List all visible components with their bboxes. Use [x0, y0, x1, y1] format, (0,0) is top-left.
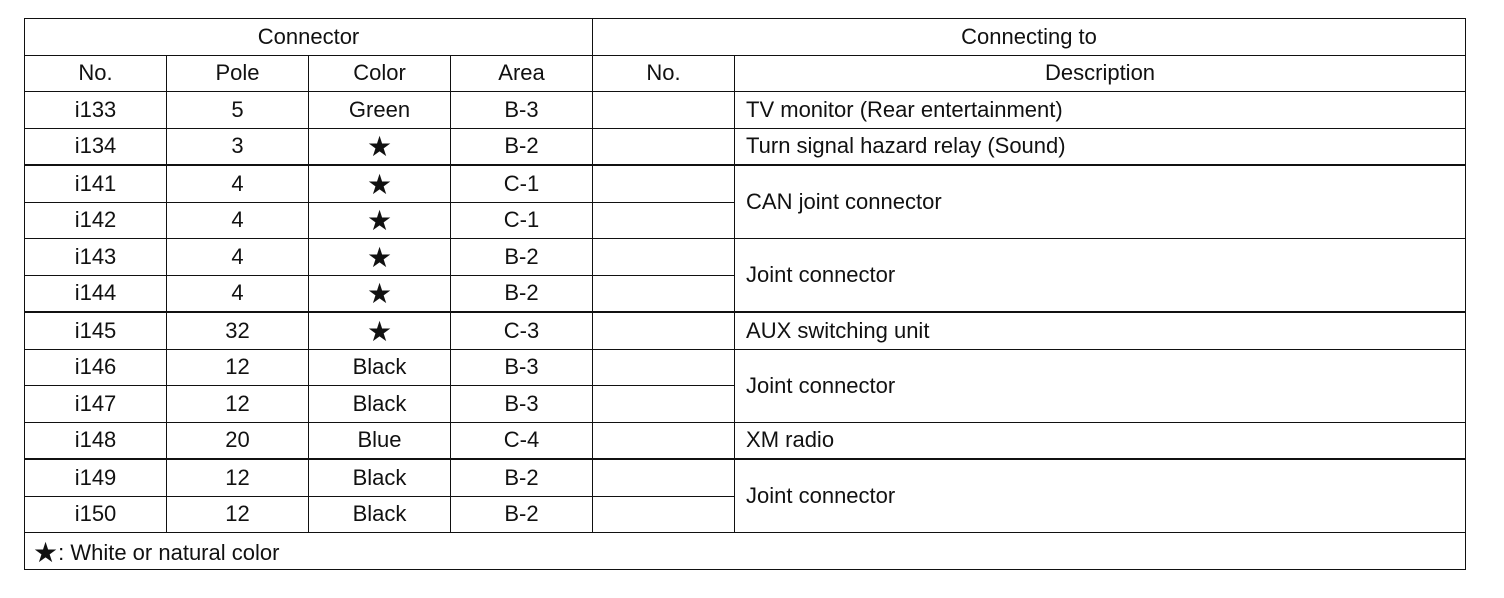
- col-header-description: Description: [734, 54, 1467, 92]
- star-icon: ★: [366, 278, 393, 310]
- cell-color: ★: [308, 164, 451, 203]
- cell-no: i142: [24, 201, 167, 239]
- cell-pole: 32: [166, 311, 309, 350]
- cell-connecting-no: [592, 127, 736, 166]
- cell-color: Black: [308, 495, 451, 533]
- cell-pole: 20: [166, 421, 309, 460]
- table-row: i142 4 ★ C-1: [24, 201, 1466, 239]
- cell-area: B-2: [449, 274, 594, 313]
- cell-color: Green: [308, 91, 451, 129]
- cell-pole: 4: [166, 274, 309, 313]
- cell-pole: 3: [166, 127, 309, 166]
- connecting-to-group-header: Connecting to: [592, 18, 1467, 56]
- cell-area: B-3: [449, 385, 594, 423]
- cell-description: Turn signal hazard relay (Sound): [734, 127, 1467, 166]
- star-icon: ★: [366, 131, 393, 163]
- cell-no: i146: [24, 348, 167, 386]
- cell-description: TV monitor (Rear entertainment): [734, 91, 1467, 129]
- cell-no: i141: [24, 164, 167, 203]
- cell-pole: 4: [166, 238, 309, 276]
- cell-connecting-no: [592, 164, 736, 203]
- star-icon: ★: [366, 205, 393, 237]
- cell-color: ★: [308, 201, 451, 239]
- cell-connecting-no: [592, 348, 736, 386]
- connector-table: Connector Connecting to No. Pole Color A…: [23, 18, 1467, 570]
- footnote-row: ★: White or natural color: [23, 532, 1467, 570]
- star-icon: ★: [366, 315, 393, 347]
- footnote-text: : White or natural color: [58, 539, 280, 565]
- cell-connecting-no: [592, 421, 736, 460]
- table-row: i134 3 ★ B-2 Turn signal hazard relay (S…: [24, 127, 1467, 166]
- cell-color: ★: [308, 238, 451, 276]
- table-row: i141 4 ★ C-1 CAN joint connector: [24, 164, 1467, 239]
- cell-color: ★: [308, 127, 451, 166]
- table-row: i133 5 Green B-3 TV monitor (Rear entert…: [24, 91, 1467, 129]
- cell-pole: 5: [166, 91, 309, 129]
- cell-no: i144: [24, 274, 167, 313]
- cell-color: Black: [308, 458, 451, 497]
- cell-area: B-2: [449, 127, 594, 166]
- cell-color: Black: [308, 385, 451, 423]
- cell-description: Joint connector: [734, 238, 1467, 313]
- col-header-color: Color: [308, 54, 451, 92]
- header-row-columns: No. Pole Color Area No. Description: [24, 54, 1467, 92]
- cell-color: Blue: [308, 421, 451, 460]
- table-row: i149 12 Black B-2 Joint connector: [24, 458, 1467, 533]
- cell-pole: 12: [166, 348, 309, 386]
- cell-connecting-no: [592, 91, 736, 129]
- cell-description: AUX switching unit: [734, 311, 1467, 350]
- cell-pole: 12: [166, 458, 309, 497]
- cell-area: C-4: [449, 421, 594, 460]
- cell-pole: 4: [166, 164, 309, 203]
- cell-no: i133: [24, 91, 167, 129]
- cell-connecting-no: [592, 238, 736, 276]
- col-header-no: No.: [24, 54, 167, 92]
- col-header-connecting-no: No.: [592, 54, 736, 92]
- cell-color: ★: [308, 274, 451, 313]
- cell-connecting-no: [592, 385, 736, 423]
- cell-color: ★: [308, 311, 451, 350]
- cell-no: i145: [24, 311, 167, 350]
- cell-connecting-no: [592, 311, 736, 350]
- cell-pole: 4: [166, 201, 309, 239]
- cell-area: B-2: [449, 458, 594, 497]
- cell-description: XM radio: [734, 421, 1467, 460]
- cell-area: B-3: [449, 91, 594, 129]
- cell-area: C-3: [449, 311, 594, 350]
- star-icon: ★: [366, 241, 393, 273]
- cell-no: i149: [24, 458, 167, 497]
- star-icon: ★: [366, 168, 393, 200]
- connector-group-header: Connector: [23, 18, 594, 56]
- star-icon: ★: [33, 536, 59, 568]
- cell-connecting-no: [592, 274, 736, 313]
- cell-no: i148: [24, 421, 167, 460]
- cell-no: i147: [24, 385, 167, 423]
- cell-area: C-1: [449, 164, 594, 203]
- cell-area: C-1: [449, 201, 594, 239]
- col-header-pole: Pole: [166, 54, 309, 92]
- cell-area: B-3: [449, 348, 594, 386]
- cell-no: i150: [24, 495, 167, 533]
- table-row: i143 4 ★ B-2 Joint connector: [24, 238, 1467, 313]
- cell-pole: 12: [166, 385, 309, 423]
- col-header-area: Area: [449, 54, 594, 92]
- table-row: i150 12 Black B-2: [24, 495, 1466, 533]
- cell-description: Joint connector: [734, 458, 1467, 533]
- cell-pole: 12: [166, 495, 309, 533]
- footnote: ★: White or natural color: [23, 532, 1467, 570]
- cell-description: Joint connector: [734, 348, 1467, 423]
- cell-no: i134: [24, 127, 167, 166]
- cell-area: B-2: [449, 238, 594, 276]
- cell-color: Black: [308, 348, 451, 386]
- cell-area: B-2: [449, 495, 594, 533]
- cell-description: CAN joint connector: [734, 164, 1467, 239]
- table-row: i145 32 ★ C-3 AUX switching unit: [24, 311, 1467, 350]
- cell-connecting-no: [592, 495, 736, 533]
- cell-no: i143: [24, 238, 167, 276]
- table-row: i146 12 Black B-3 Joint connector: [24, 348, 1467, 423]
- cell-connecting-no: [592, 458, 736, 497]
- table-row: i148 20 Blue C-4 XM radio: [24, 421, 1467, 460]
- header-row-group: Connector Connecting to: [23, 18, 1467, 56]
- cell-connecting-no: [592, 201, 736, 239]
